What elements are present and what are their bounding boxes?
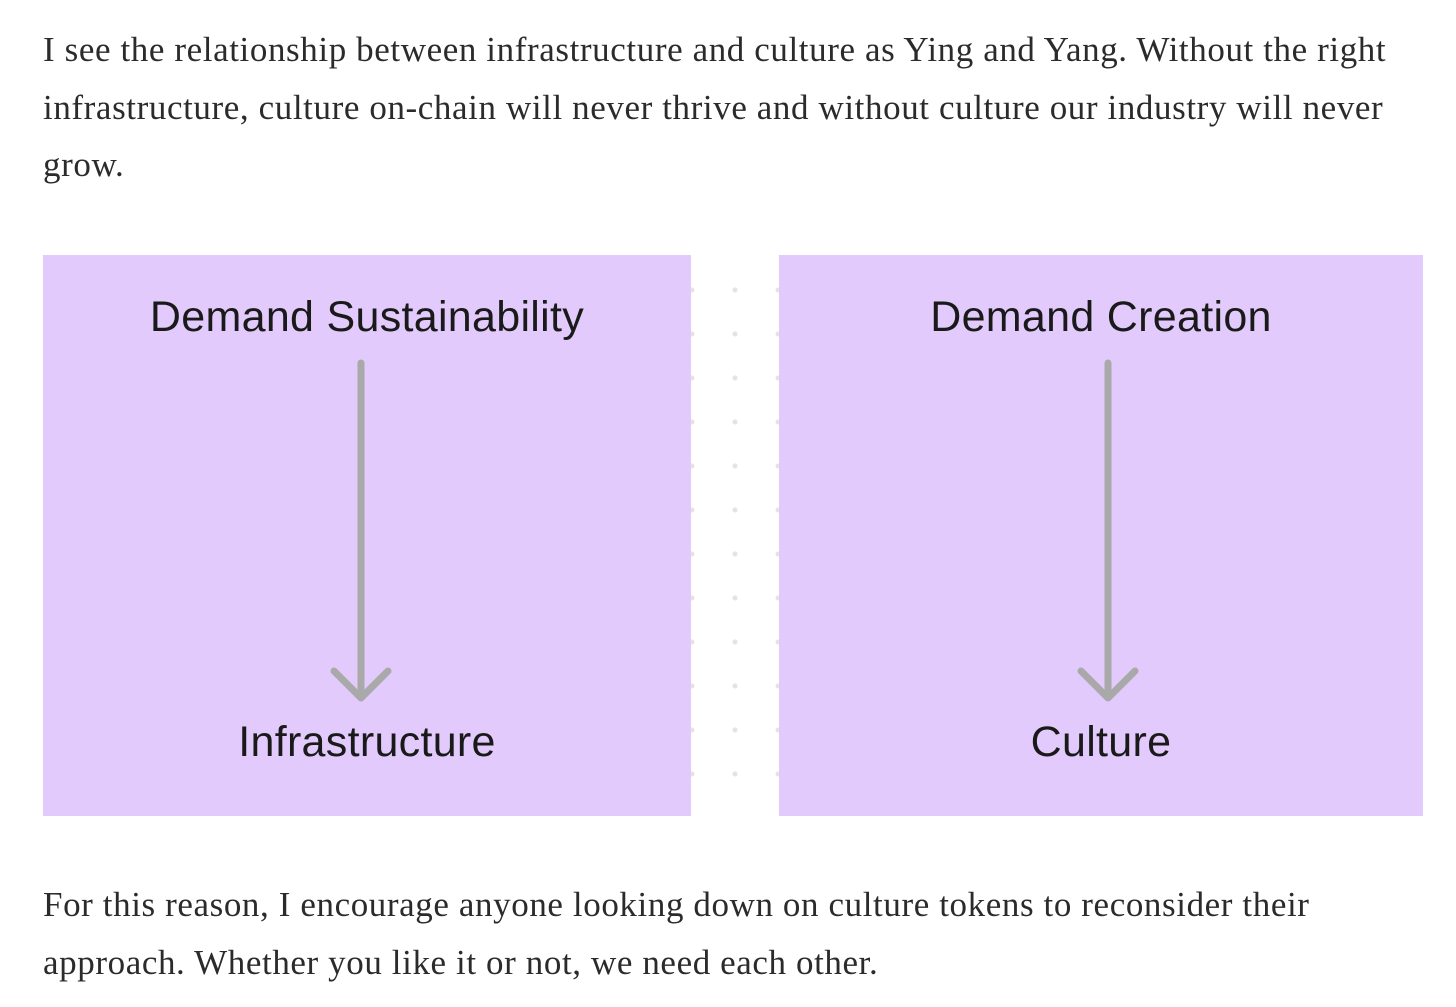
diagram-figure: Demand Sustainability Infrastructure Dem…: [43, 255, 1423, 816]
label-demand-creation: Demand Creation: [930, 293, 1272, 341]
label-demand-sustainability: Demand Sustainability: [149, 293, 585, 341]
label-infrastructure: Infrastructure: [238, 718, 496, 766]
down-arrow-icon: [330, 359, 392, 702]
panel-infrastructure: Demand Sustainability Infrastructure: [43, 255, 691, 816]
label-culture: Culture: [1030, 718, 1172, 766]
panel-culture: Demand Creation Culture: [779, 255, 1423, 816]
dotted-separator: [691, 287, 779, 777]
paragraph-intro: I see the relationship between infrastru…: [43, 30, 1387, 184]
paragraph-conclusion: For this reason, I encourage anyone look…: [43, 885, 1310, 982]
down-arrow-icon: [1077, 359, 1139, 702]
